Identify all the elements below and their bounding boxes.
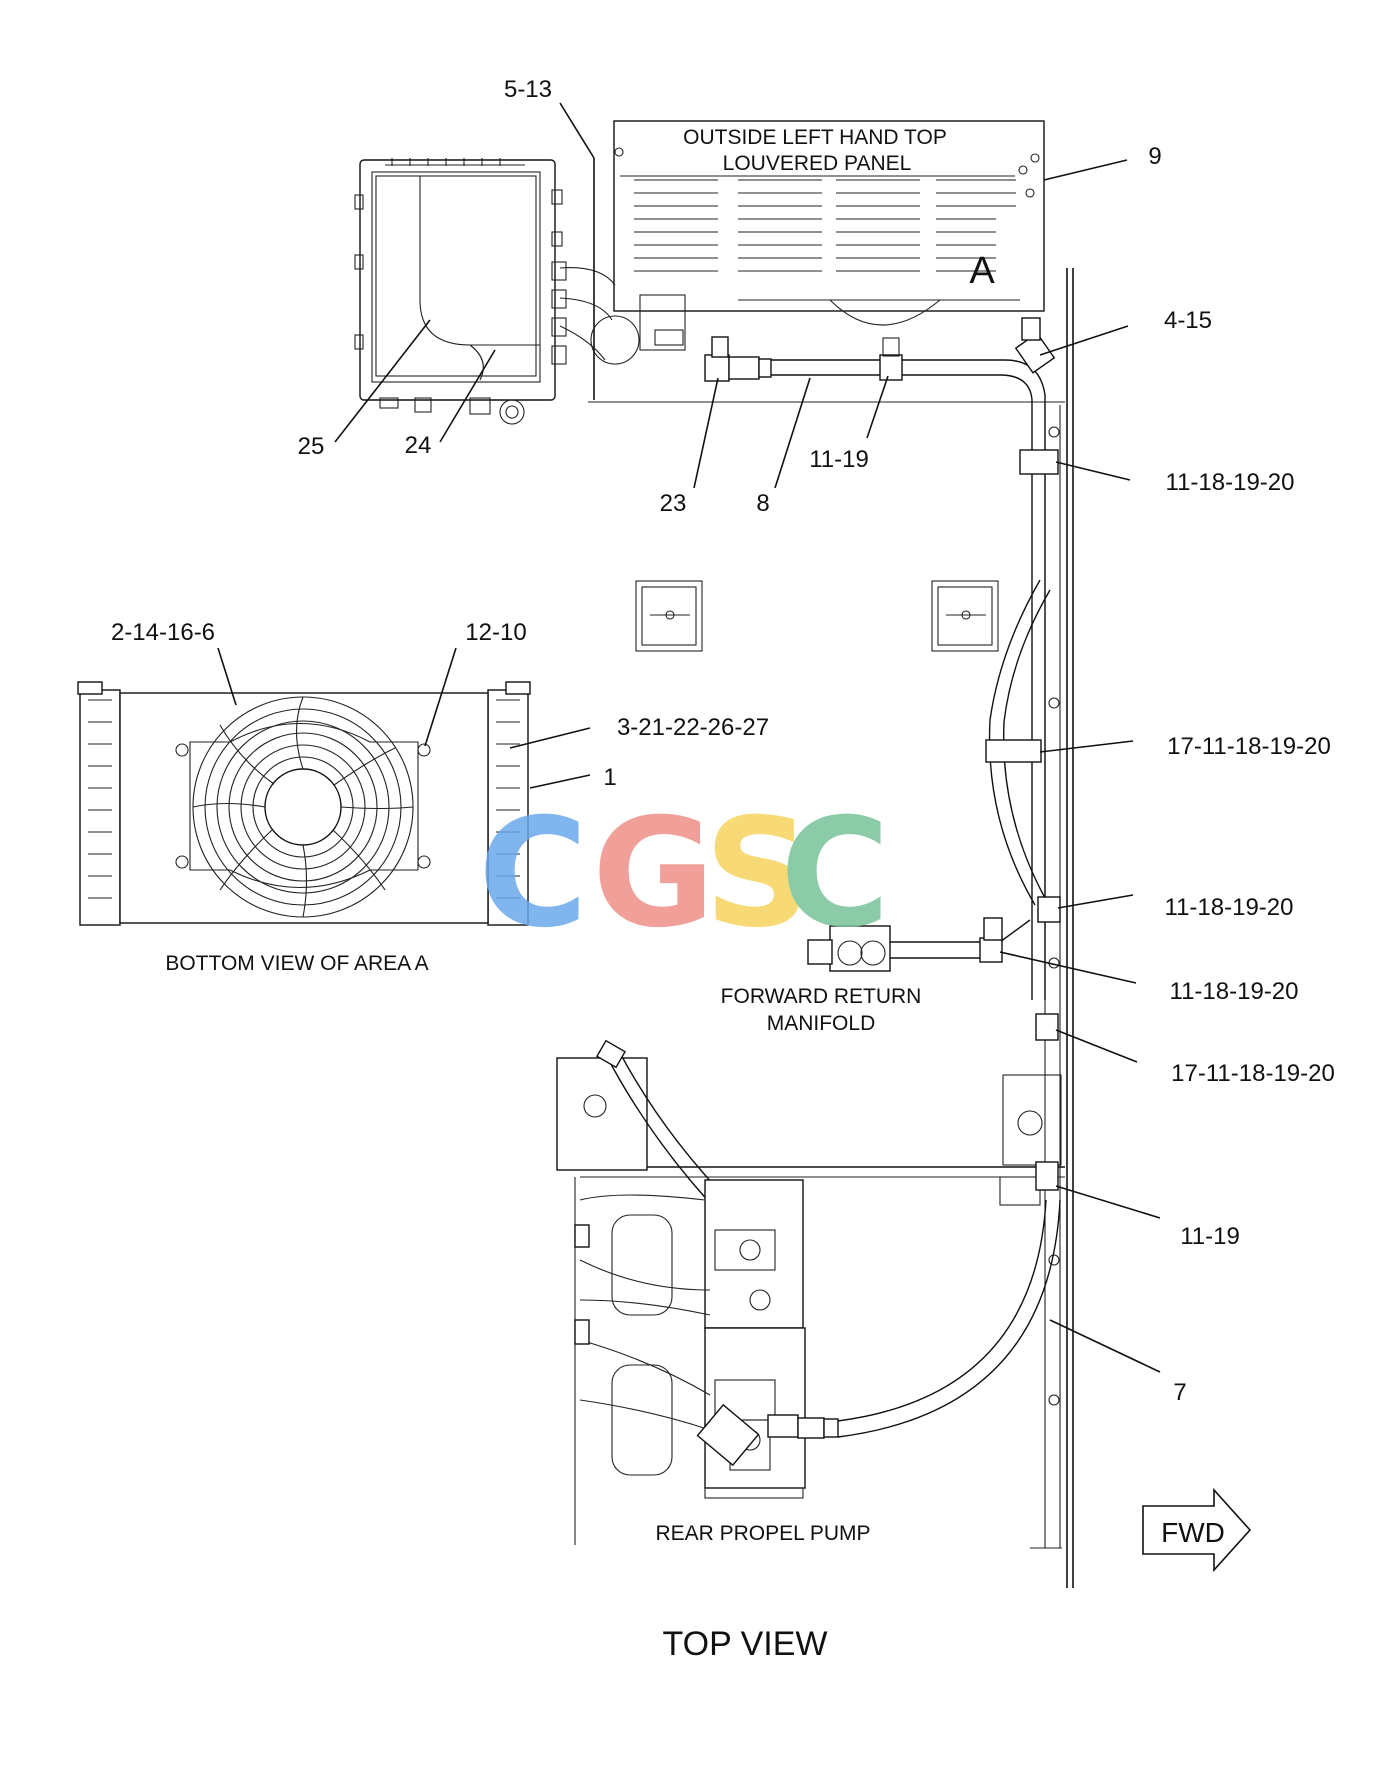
rear-pump-label: REAR PROPEL PUMP — [655, 1522, 870, 1545]
callout-17-11-18-19-20-lower: 17-11-18-19-20 — [1171, 1060, 1335, 1087]
callout-8: 8 — [756, 490, 769, 517]
hose-right-run — [985, 579, 1061, 1191]
area-letter: A — [969, 250, 995, 292]
watermark: C G S C — [478, 787, 890, 961]
manifold-label-line2: MANIFOLD — [767, 1012, 876, 1035]
louver-slots — [634, 179, 1016, 272]
callout-3-21-22-26-27: 3-21-22-26-27 — [617, 714, 769, 741]
watermark-letter: S — [704, 787, 812, 961]
hose-8 — [704, 317, 1059, 1000]
fwd-label: FWD — [1161, 1517, 1225, 1548]
rear-propel-pump: REAR PROPEL PUMP — [556, 1039, 871, 1545]
callout-1: 1 — [603, 764, 616, 791]
callout-9: 9 — [1148, 143, 1161, 170]
electrical-box — [354, 158, 686, 425]
fwd-arrow: FWD — [1142, 1487, 1252, 1573]
bottom-view-caption: BOTTOM VIEW OF AREA A — [165, 952, 428, 975]
bottom-view-area-a: BOTTOM VIEW OF AREA A — [77, 681, 531, 975]
callout-4-15: 4-15 — [1164, 307, 1212, 334]
louvered-panel: OUTSIDE LEFT HAND TOP LOUVERED PANEL A — [613, 120, 1045, 326]
callout-11-18-19-20-middle: 11-18-19-20 — [1165, 894, 1294, 921]
panel-label-line1: OUTSIDE LEFT HAND TOP — [683, 126, 947, 149]
callout-17-11-18-19-20-upper: 17-11-18-19-20 — [1167, 733, 1331, 760]
callout-5-13: 5-13 — [504, 76, 552, 103]
callout-25: 25 — [298, 433, 325, 460]
top-view-title: TOP VIEW — [662, 1625, 827, 1663]
callout-2-14-16-6: 2-14-16-6 — [111, 619, 215, 646]
callout-23: 23 — [660, 490, 687, 517]
leader-lines — [217, 102, 1161, 1373]
watermark-letter: C — [780, 787, 890, 961]
callout-11-19-bottom: 11-19 — [1180, 1223, 1240, 1250]
forward-return-manifold: FORWARD RETURN MANIFOLD — [721, 917, 1031, 1035]
callouts: 5-13 9 4-15 25 24 23 8 11-19 11-18-19-20… — [111, 76, 1335, 1406]
watermark-letter: G — [592, 787, 715, 961]
callout-11-18-19-20-upper: 11-18-19-20 — [1166, 469, 1295, 496]
panel-label-line2: LOUVERED PANEL — [723, 152, 912, 175]
callout-11-19-top: 11-19 — [809, 446, 869, 473]
manifold-label-line1: FORWARD RETURN — [721, 985, 922, 1008]
callout-7: 7 — [1173, 1379, 1186, 1406]
callout-24: 24 — [405, 432, 432, 459]
watermark-letter: C — [478, 787, 588, 961]
callout-11-18-19-20-manifold: 11-18-19-20 — [1170, 978, 1299, 1005]
hose-7 — [837, 1199, 1061, 1438]
callout-12-10: 12-10 — [465, 619, 526, 646]
